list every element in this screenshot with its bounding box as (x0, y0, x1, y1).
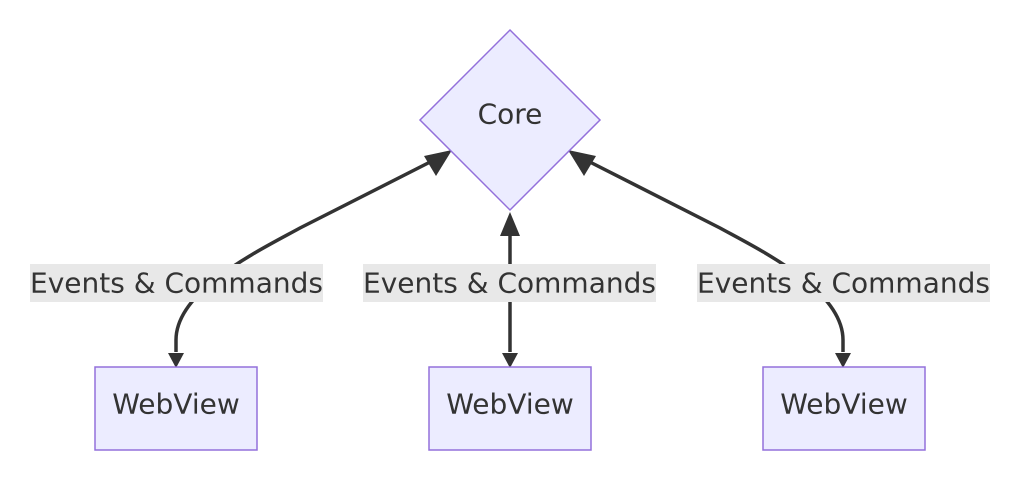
webview-node-3[interactable]: WebView (762, 366, 926, 451)
edge-line-right (581, 156, 845, 352)
edge-label-right-text: Events & Commands (697, 267, 990, 300)
webview-node-2[interactable]: WebView (428, 366, 592, 451)
webview-box-3 (762, 366, 926, 451)
webview-node-1[interactable]: WebView (94, 366, 258, 451)
arrowhead-webview-left (168, 353, 184, 368)
arrowhead-core-left (424, 150, 452, 176)
arrowhead-core-center (500, 212, 520, 236)
edge-right (568, 150, 851, 368)
arrowhead-webview-center (502, 353, 518, 368)
arrowhead-core-right (568, 150, 596, 176)
core-label: Core (478, 98, 543, 131)
webview-label-2: WebView (446, 388, 574, 421)
core-node[interactable]: Core (418, 28, 602, 212)
webview-box-1 (94, 366, 258, 451)
edge-left (168, 150, 452, 368)
edge-label-left: Events & Commands (30, 264, 323, 302)
edge-label-center: Events & Commands (363, 264, 656, 302)
edge-label-left-text: Events & Commands (30, 267, 323, 300)
webview-label-1: WebView (112, 388, 240, 421)
webview-box-2 (428, 366, 592, 451)
edge-label-center-text: Events & Commands (363, 267, 656, 300)
edge-line-left (174, 156, 439, 352)
core-diamond (418, 28, 602, 212)
edge-label-right: Events & Commands (697, 264, 990, 302)
webview-label-3: WebView (780, 388, 908, 421)
arrowhead-webview-right (835, 353, 851, 368)
